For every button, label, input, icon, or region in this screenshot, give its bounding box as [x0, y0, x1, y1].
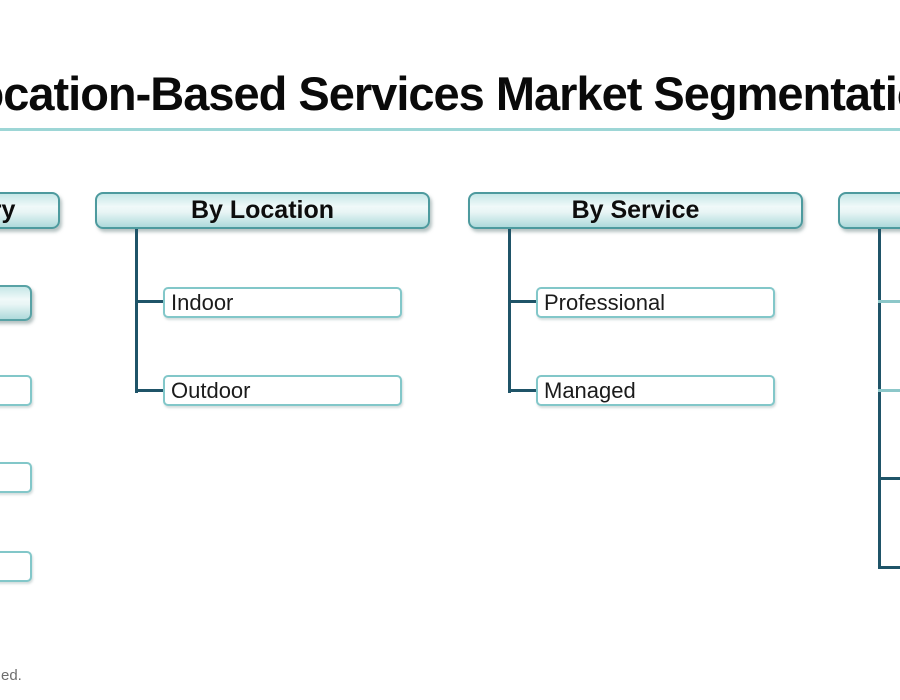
child-box-professional: Professional — [536, 287, 775, 318]
title-divider — [0, 128, 900, 131]
page-title: Location-Based Services Market Segmentat… — [0, 67, 900, 120]
branch-trunk-line — [135, 229, 138, 393]
branch-connector — [511, 389, 536, 392]
child-box — [0, 375, 32, 406]
branch-connector — [878, 300, 900, 303]
branch-connector — [138, 300, 163, 303]
branch-connector — [511, 300, 536, 303]
branch-trunk-line — [508, 229, 511, 393]
column-header: By Location — [95, 192, 430, 229]
branch-connector — [878, 566, 900, 569]
branch-connector — [878, 389, 900, 392]
column-header — [838, 192, 900, 229]
child-box-indoor: Indoor — [163, 287, 402, 318]
child-box — [0, 285, 32, 321]
branch-connector — [138, 389, 163, 392]
child-box-managed: Managed — [536, 375, 775, 406]
column-header: By End-Use Industry — [0, 192, 60, 229]
child-box-outdoor: Outdoor — [163, 375, 402, 406]
footer-note-cropped: ed. — [1, 667, 22, 684]
column-header: By Service — [468, 192, 803, 229]
branch-trunk-line — [878, 229, 881, 569]
branch-connector — [878, 477, 900, 480]
child-box — [0, 551, 32, 582]
child-box — [0, 462, 32, 493]
